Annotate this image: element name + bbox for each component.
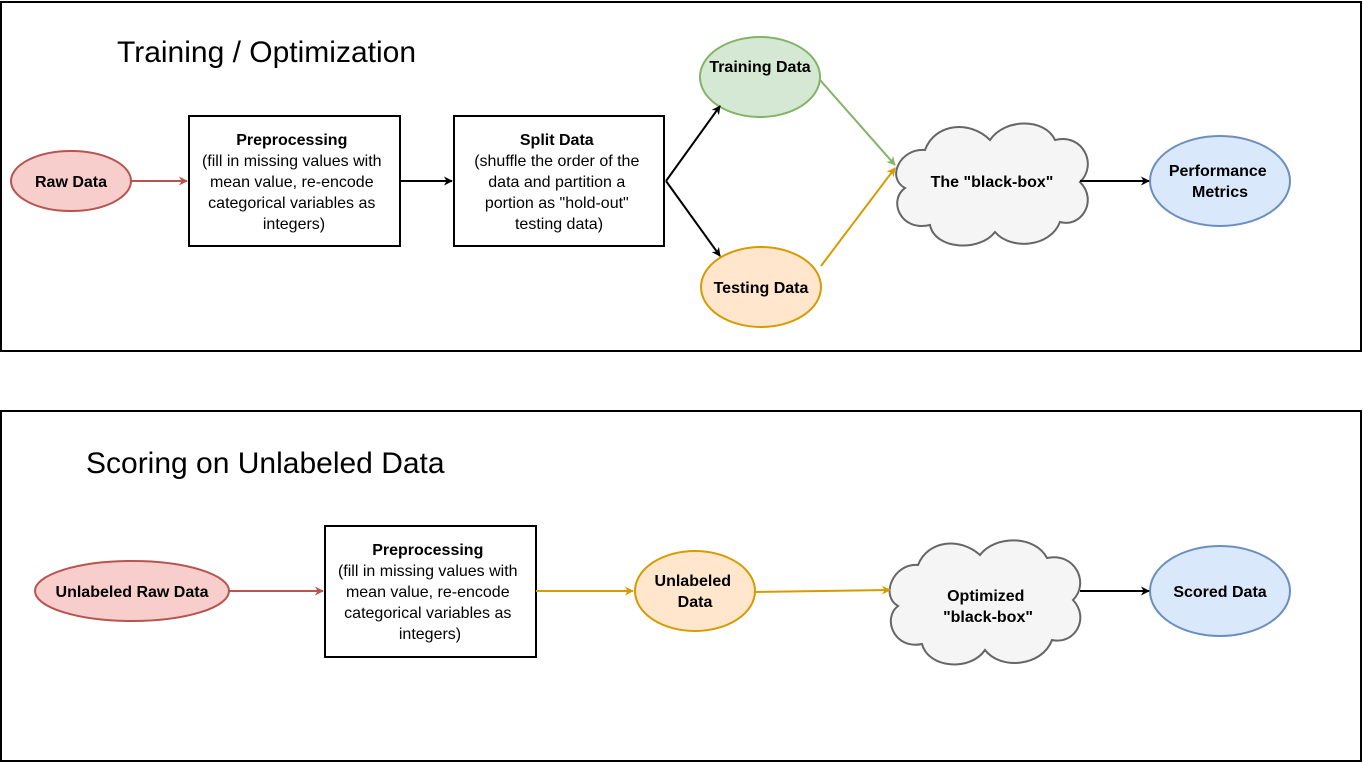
training-data-node[interactable] xyxy=(699,36,821,118)
unlabeled-data-text: Unlabeled Data xyxy=(655,573,736,611)
unlabeled-data-line: Unlabeled xyxy=(655,573,731,590)
testing-data-node[interactable] xyxy=(700,246,822,328)
arrow-testing-to-black-box xyxy=(820,167,896,267)
preprocessing-box[interactable] xyxy=(188,115,401,247)
preprocessing-line-2: categorical variables as xyxy=(344,605,511,622)
arrow-split-to-testing xyxy=(665,180,721,257)
split-data-text: Split Data (shuffle the order of the dat… xyxy=(474,132,644,233)
arrow-split-to-training xyxy=(665,105,721,182)
preprocessing-line-2: integers) xyxy=(399,626,461,643)
split-data-title: Split Data xyxy=(520,132,594,149)
split-data-line: data and partition a xyxy=(488,174,625,191)
performance-metrics-text: Performance Metrics xyxy=(1169,163,1271,201)
optimized-black-box-line: "black-box" xyxy=(943,609,1033,626)
preprocessing-line-2: (fill in missing values with xyxy=(338,563,518,580)
unlabeled-raw-data-label: Unlabeled Raw Data xyxy=(56,584,209,601)
preprocessing-title: Preprocessing xyxy=(236,132,347,149)
optimized-black-box-cloud[interactable] xyxy=(888,539,1082,666)
unlabeled-data-line: Data xyxy=(678,594,713,611)
split-data-box[interactable] xyxy=(453,115,665,247)
unlabeled-data-node[interactable] xyxy=(634,550,756,632)
performance-metrics-line: Metrics xyxy=(1192,184,1248,201)
arrow-unlabeled-data-to-optimized xyxy=(754,585,891,595)
optimized-black-box-line: Optimized xyxy=(947,588,1024,605)
preprocessing-title-2: Preprocessing xyxy=(372,542,483,559)
preprocessing-line: (fill in missing values with xyxy=(202,153,382,170)
black-box-label: The "black-box" xyxy=(931,174,1054,191)
preprocessing-text: Preprocessing (fill in missing values wi… xyxy=(202,132,386,233)
preprocessing-line: categorical variables as xyxy=(208,195,375,212)
training-data-label: Training Data xyxy=(709,59,810,76)
split-data-line: portion as "hold-out" xyxy=(485,195,629,212)
scored-data-label: Scored Data xyxy=(1173,584,1266,601)
optimized-black-box-text: Optimized "black-box" xyxy=(943,588,1033,626)
black-box-cloud[interactable] xyxy=(895,122,1089,247)
raw-data-label: Raw Data xyxy=(35,174,107,191)
performance-metrics-node[interactable] xyxy=(1149,135,1291,227)
scored-data-node[interactable] xyxy=(1149,545,1291,637)
scoring-section-title: Scoring on Unlabeled Data xyxy=(86,447,445,480)
scoring-section-frame xyxy=(0,410,1362,762)
preprocessing-line-2: mean value, re-encode xyxy=(346,584,510,601)
preprocessing-line: integers) xyxy=(263,216,325,233)
training-section-title: Training / Optimization xyxy=(117,36,416,69)
preprocessing-text-2: Preprocessing (fill in missing values wi… xyxy=(338,542,522,643)
arrow-training-to-black-box xyxy=(819,79,896,166)
split-data-line: (shuffle the order of the xyxy=(474,153,639,170)
split-data-line: testing data) xyxy=(515,216,603,233)
preprocessing-line: mean value, re-encode xyxy=(210,174,374,191)
performance-metrics-line: Performance xyxy=(1169,163,1267,180)
training-section-frame xyxy=(0,1,1362,352)
testing-data-label: Testing Data xyxy=(714,280,809,297)
